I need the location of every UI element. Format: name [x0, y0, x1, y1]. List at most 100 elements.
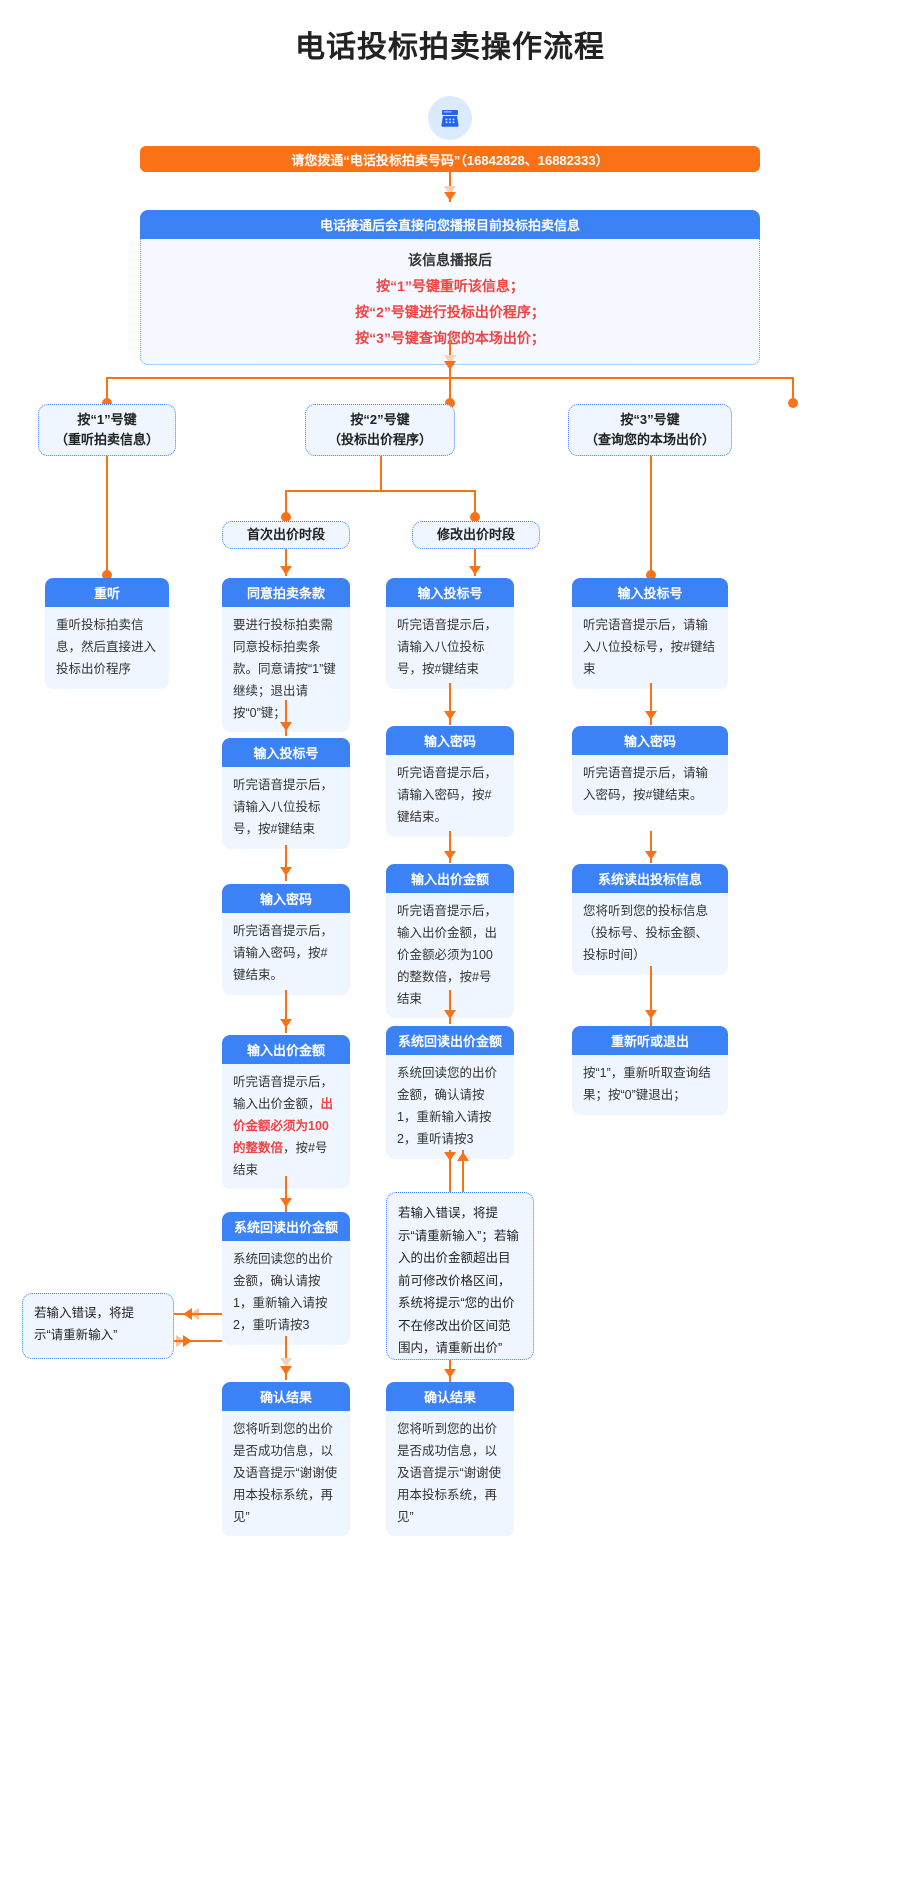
announcement-line-3: 按“2”号键进行投标出价程序；: [355, 303, 545, 320]
announcement-line-2: 按“1”号键重听该信息；: [376, 277, 524, 294]
connector-b2: [380, 456, 382, 490]
connector-c4-3: [650, 966, 652, 1026]
branch-option-1-line2: （重听拍卖信息）: [54, 432, 159, 447]
card-col4-replay-or-exit-body: 按“1”，重新听取查询结果；按“0”键退出；: [572, 1055, 728, 1115]
connector-c3-3: [449, 990, 451, 1024]
dial-number-banner: 请您拨通“电话投标拍卖号码”（16842828、16882333）: [140, 146, 760, 172]
card-col3-bid-number-header: 输入投标号: [386, 578, 514, 607]
branch-option-2-line2: （投标出价程序）: [327, 432, 432, 447]
branch-option-3[interactable]: 按“3”号键 （查询您的本场出价）: [568, 404, 732, 456]
branch-option-2-line1: 按“2”号键: [350, 411, 410, 427]
card-col2-confirm-result: 确认结果 您将听到您的出价是否成功信息，以及语音提示“谢谢使用本投标系统，再见”: [222, 1382, 350, 1537]
card-col2-bid-number-header: 输入投标号: [222, 738, 350, 767]
note-reenter-middle: 若输入错误，将提示“请重新输入”；若输入的出价金额超出目前可修改价格区间，系统将…: [386, 1192, 534, 1360]
announcement-line-1: 该信息播报后: [408, 252, 492, 268]
card-col2-password-body: 听完语音提示后，请输入密码，按#键结束。: [222, 913, 350, 995]
card-col4-password: 输入密码 听完语音提示后，请输入密码，按#键结束。: [572, 726, 728, 815]
bid-amount-text-post: ，按#号结束: [233, 1140, 328, 1177]
card-col4-bid-number: 输入投标号 听完语音提示后，请输入八位投标号，按#键结束: [572, 578, 728, 689]
arrow-ghost: [444, 186, 456, 195]
branch-dot-1: [102, 398, 112, 408]
connector-c3-4: [449, 1150, 451, 1192]
sub-branch-modify-bid[interactable]: 修改出价时段: [412, 521, 540, 549]
card-col2-agree-terms-body: 要进行投标拍卖需同意投标拍卖条款。同意请按“1”键继续；退出请按“0”键；: [222, 607, 350, 733]
card-col2-readback-header: 系统回读出价金额: [222, 1212, 350, 1241]
card-col4-replay-or-exit-header: 重新听或退出: [572, 1026, 728, 1055]
card-col1-listen-again: 重听 重听投标拍卖信息，然后直接进入投标出价程序: [45, 578, 169, 689]
arrow-c3-note: [444, 1369, 456, 1378]
connector-c3-1: [449, 683, 451, 725]
sub-branch-first-bid[interactable]: 首次出价时段: [222, 521, 350, 549]
branch-dot-3: [788, 398, 798, 408]
connector-sub2: [474, 549, 476, 576]
card-col3-password: 输入密码 听完语音提示后，请输入密码，按#键结束。: [386, 726, 514, 837]
announcement-header: 电话接通后会直接向您播报目前投标拍卖信息: [140, 210, 760, 239]
card-col2-agree-terms-header: 同意拍卖条款: [222, 578, 350, 607]
card-col4-bid-info-header: 系统读出投标信息: [572, 864, 728, 893]
arrow-banner-info: [444, 192, 456, 201]
connector-c2-1: [285, 700, 287, 736]
card-col3-bid-number: 输入投标号 听完语音提示后，请输入八位投标号，按#键结束: [386, 578, 514, 689]
connector-c2-2: [285, 845, 287, 881]
connector-b1: [106, 456, 108, 576]
card-col2-agree-terms: 同意拍卖条款 要进行投标拍卖需同意投标拍卖条款。同意请按“1”键继续；退出请按“…: [222, 578, 350, 733]
note-left-line-out: [174, 1340, 222, 1342]
arrow-sub2: [469, 566, 481, 575]
arrow-note-left-out: [183, 1335, 192, 1347]
card-col2-bid-amount-body: 听完语音提示后，输入出价金额，出价金额必须为100的整数倍，按#号结束: [222, 1064, 350, 1190]
arrow-c3-1: [444, 711, 456, 720]
arrow-c4-3: [645, 1010, 657, 1019]
sub-branch-modify-bid-label: 修改出价时段: [436, 526, 515, 542]
note-reenter-left: 若输入错误，将提示“请重新输入”: [22, 1293, 174, 1359]
branch-option-2[interactable]: 按“2”号键 （投标出价程序）: [305, 404, 455, 456]
arrow-ghost: [280, 1358, 292, 1367]
arrow-note-left-in-ghost: [190, 1308, 199, 1320]
card-col3-readback-header: 系统回读出价金额: [386, 1026, 514, 1055]
branch-option-3-line2: （查询您的本场出价）: [584, 432, 715, 447]
sub-dot-2: [470, 512, 480, 522]
arrow-c3-4b: [457, 1152, 469, 1161]
branch-option-3-line1: 按“3”号键: [620, 411, 680, 427]
arrow-c4-2: [645, 851, 657, 860]
arrow-c3-3: [444, 1010, 456, 1019]
card-col4-bid-info: 系统读出投标信息 您将听到您的投标信息（投标号、投标金额、投标时间）: [572, 864, 728, 975]
bid-amount-text-red: 出价金额必须为100的整数倍: [233, 1096, 334, 1155]
telephone-icon: [428, 96, 472, 140]
card-col4-replay-or-exit: 重新听或退出 按“1”，重新听取查询结果；按“0”键退出；: [572, 1026, 728, 1115]
card-col3-readback: 系统回读出价金额 系统回读您的出价金额，确认请按1，重新输入请按2，重听请按3: [386, 1026, 514, 1159]
dot-b3: [646, 570, 656, 580]
card-col4-password-body: 听完语音提示后，请输入密码，按#键结束。: [572, 755, 728, 815]
card-col3-readback-body: 系统回读您的出价金额，确认请按1，重新输入请按2，重听请按3: [386, 1055, 514, 1159]
card-col1-listen-again-header: 重听: [45, 578, 169, 607]
card-col4-bid-info-body: 您将听到您的投标信息（投标号、投标金额、投标时间）: [572, 893, 728, 975]
sub-branch-first-bid-label: 首次出价时段: [246, 526, 325, 542]
card-col2-bid-number-body: 听完语音提示后，请输入八位投标号，按#键结束: [222, 767, 350, 849]
connector-c3-4b: [462, 1150, 464, 1192]
sub-stem-2: [474, 490, 476, 518]
card-col3-password-body: 听完语音提示后，请输入密码，按#键结束。: [386, 755, 514, 837]
branch-option-1[interactable]: 按“1”号键 （重听拍卖信息）: [38, 404, 176, 456]
arrow-sub1: [280, 566, 292, 575]
connector-b3: [650, 456, 652, 576]
card-col3-password-header: 输入密码: [386, 726, 514, 755]
branch-stem-3: [792, 377, 794, 403]
card-col2-readback: 系统回读出价金额 系统回读您的出价金额，确认请按1，重新输入请按2，重听请按3: [222, 1212, 350, 1345]
arrow-info-branch: [444, 361, 456, 370]
page-title: 电话投标拍卖操作流程: [295, 31, 605, 64]
card-col4-bid-number-header: 输入投标号: [572, 578, 728, 607]
connector-c2-4: [285, 1176, 287, 1212]
arrow-note-left-out-ghost: [176, 1335, 185, 1347]
arrow-c3-2: [444, 851, 456, 860]
connector-c4-2: [650, 831, 652, 863]
branch-dot-2: [445, 398, 455, 408]
card-col3-confirm-result-header: 确认结果: [386, 1382, 514, 1411]
connector-c4-1: [650, 683, 652, 725]
branch-stem-1: [106, 377, 108, 403]
card-col1-listen-again-body: 重听投标拍卖信息，然后直接进入投标出价程序: [45, 607, 169, 689]
bid-amount-text-pre: 听完语音提示后，输入出价金额，: [233, 1075, 334, 1111]
connector-c2-3: [285, 990, 287, 1033]
arrow-c4-1: [645, 711, 657, 720]
arrow-c2-1: [280, 722, 292, 731]
arrow-c2-3: [280, 1019, 292, 1028]
card-col2-bid-amount-header: 输入出价金额: [222, 1035, 350, 1064]
